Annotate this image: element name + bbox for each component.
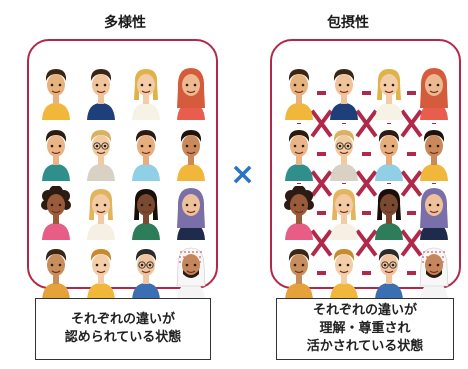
diversity-person-8 — [174, 127, 208, 181]
inclusion-person-2 — [327, 66, 361, 120]
inclusion-person-10 — [327, 186, 361, 240]
inclusion-person-4 — [417, 66, 451, 120]
diversity-person-4 — [174, 66, 208, 120]
inclusion-person-11 — [372, 186, 406, 240]
connector-line — [355, 109, 378, 138]
diversity-person-9 — [39, 186, 73, 240]
diversity-person-15 — [129, 246, 163, 300]
diversity-person-1 — [39, 66, 73, 120]
connector-line — [310, 229, 333, 257]
connector-line — [355, 229, 378, 257]
diversity-person-6 — [84, 127, 118, 181]
inclusion-person-14 — [327, 246, 361, 300]
caption-line: 理解・尊重され — [319, 321, 411, 336]
inclusion-title: 包摂性 — [327, 15, 369, 31]
connector-line — [310, 170, 333, 197]
inclusion-person-1 — [282, 66, 316, 120]
diversity-person-7 — [129, 127, 163, 181]
connector-line — [400, 109, 423, 138]
connector-line — [310, 109, 333, 138]
caption-line: それぞれの違いが — [312, 303, 417, 318]
inclusion-person-5 — [282, 127, 316, 181]
connector-line — [400, 229, 423, 257]
inclusion-caption: それぞれの違いが 理解・尊重され 活かされている状態 — [276, 298, 454, 360]
diversity-person-5 — [39, 127, 73, 181]
diversity-person-10 — [84, 186, 118, 240]
connector-line — [355, 170, 378, 197]
connection-lines — [297, 91, 436, 275]
inclusion-person-13 — [282, 246, 316, 300]
inclusion-person-9 — [282, 186, 316, 240]
inclusion-panel — [270, 39, 461, 300]
diversity-person-16 — [174, 246, 208, 300]
diversity-person-13 — [39, 246, 73, 300]
diversity-person-2 — [84, 66, 118, 120]
diversity-person-3 — [129, 66, 163, 120]
inclusion-person-7 — [372, 127, 406, 181]
caption-line: それぞれの違いが — [70, 312, 175, 327]
inclusion-person-15 — [372, 246, 406, 300]
connector-line — [400, 170, 423, 197]
inclusion-person-8 — [417, 127, 451, 181]
inclusion-person-3 — [372, 66, 406, 120]
diversity-person-14 — [84, 246, 118, 300]
diversity-caption: それぞれの違いが 認められている状態 — [35, 298, 211, 360]
diversity-person-11 — [129, 186, 163, 240]
times-operator: × — [230, 157, 256, 192]
diversity-title: 多様性 — [104, 15, 146, 31]
inclusion-person-16 — [417, 246, 451, 300]
diversity-panel — [27, 39, 218, 300]
inclusion-person-6 — [327, 127, 361, 181]
caption-line: 活かされている状態 — [306, 339, 424, 354]
inclusion-person-12 — [417, 186, 451, 240]
caption-line: 認められている状態 — [64, 330, 182, 345]
diversity-person-12 — [174, 186, 208, 240]
